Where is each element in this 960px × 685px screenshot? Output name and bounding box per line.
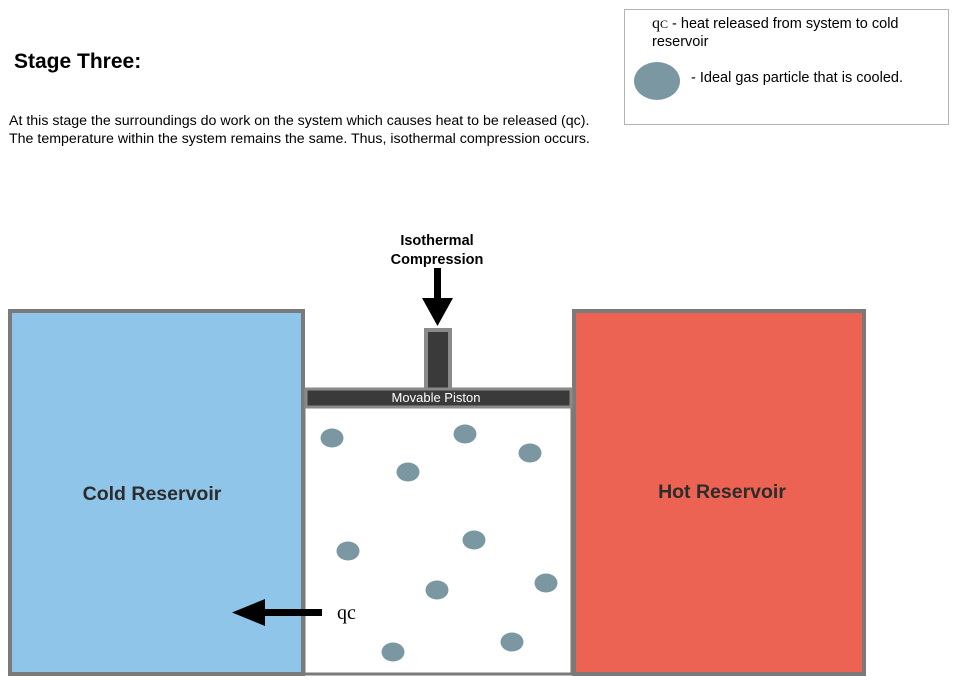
compression-arrow-icon	[422, 268, 453, 326]
q-symbol: q	[652, 15, 660, 32]
hot-reservoir	[572, 309, 866, 676]
gas-particle	[534, 573, 558, 593]
cold-reservoir-label: Cold Reservoir	[83, 483, 222, 505]
gas-particle	[381, 642, 405, 662]
legend-particle-text: - Ideal gas particle that is cooled.	[691, 70, 903, 86]
gas-particle	[336, 541, 360, 561]
heat-flow-arrow-icon	[232, 599, 322, 626]
gas-particle	[500, 632, 524, 652]
q-subscript: C	[660, 17, 669, 31]
gas-particle	[453, 424, 477, 444]
heat-label: qc	[337, 602, 356, 624]
gas-particle	[396, 462, 420, 482]
legend-heat-text: - heat released from system to cold rese…	[652, 16, 899, 50]
gas-particle	[320, 428, 344, 448]
gas-particle	[425, 580, 449, 600]
gas-particle	[462, 530, 486, 550]
gas-particle	[518, 443, 542, 463]
gas-particles	[320, 424, 558, 662]
gas-particle-icon	[634, 62, 680, 100]
process-label-line1: Isothermal	[400, 233, 473, 249]
piston-label: Movable Piston	[392, 390, 481, 405]
process-label-line2: Compression	[391, 252, 484, 268]
legend-heat-entry: qC - heat released from system to cold r…	[652, 15, 948, 51]
stage-title: Stage Three:	[14, 50, 142, 73]
legend-box: qC - heat released from system to cold r…	[624, 9, 949, 125]
piston-head	[304, 387, 573, 409]
hot-reservoir-label: Hot Reservoir	[658, 481, 786, 503]
stage-description: At this stage the surroundings do work o…	[9, 113, 590, 147]
piston-rod	[424, 328, 452, 394]
